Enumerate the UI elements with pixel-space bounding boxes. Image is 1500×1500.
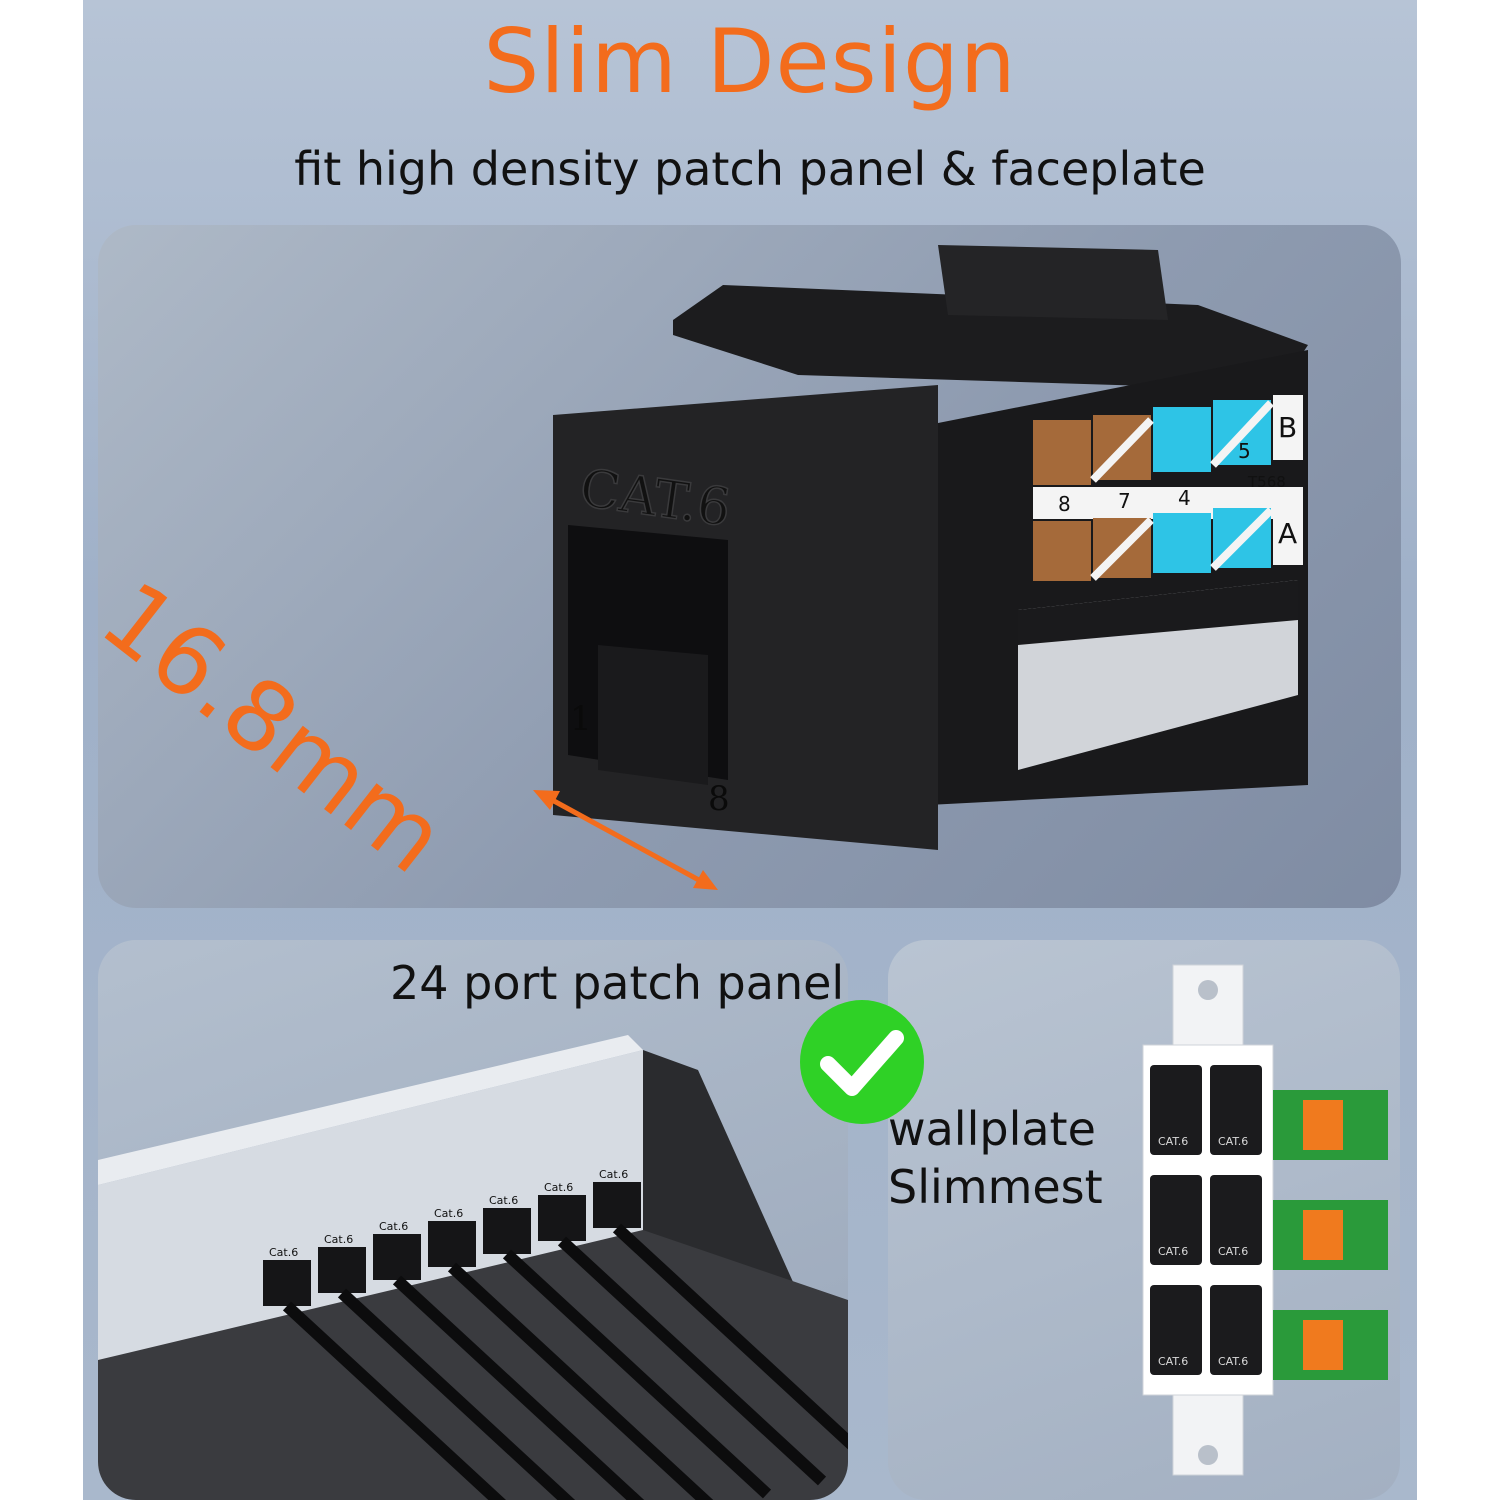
patch-port-label: Cat.6 (544, 1181, 573, 1194)
wallplate-jack (1210, 1175, 1262, 1265)
patch-panel-caption: 24 port patch panel (390, 956, 845, 1010)
wallplate-caption-line1: wallplate (888, 1102, 1096, 1156)
wallplate-jack (1150, 1175, 1202, 1265)
wire-cell-blue-bottom (1153, 513, 1211, 573)
wallplate-caption-line2: Slimmest (888, 1160, 1103, 1214)
wallplate-jack-label: CAT.6 (1158, 1135, 1188, 1148)
wallplate-wiring-orange (1303, 1320, 1343, 1370)
wallplate-jack (1210, 1285, 1262, 1375)
wire-row-b-cell (1273, 395, 1303, 460)
wallplate-screw-top (1198, 980, 1218, 1000)
patch-port-label: Cat.6 (379, 1220, 408, 1233)
wire-number-5: 5 (1238, 439, 1251, 463)
wire-row-a-cell (1273, 505, 1303, 565)
patch-cable (447, 1262, 714, 1500)
wallplate-jack (1150, 1285, 1202, 1375)
patch-port (318, 1247, 366, 1293)
patch-port-label: Cat.6 (599, 1168, 628, 1181)
patch-cable (612, 1223, 848, 1450)
wallplate-wiring-orange (1303, 1210, 1343, 1260)
wire-number-7: 7 (1118, 489, 1131, 513)
patch-cable (557, 1236, 827, 1486)
double-arrow-icon (533, 790, 718, 890)
wallplate-screw-bottom (1198, 1445, 1218, 1465)
patch-cable (392, 1275, 645, 1500)
wire-row-b-label: B (1278, 411, 1297, 444)
patch-port-label: Cat.6 (489, 1194, 518, 1207)
patch-port-label: Cat.6 (269, 1246, 298, 1259)
idc-slots (1018, 580, 1298, 645)
patch-cable (502, 1249, 772, 1499)
wire-number-8: 8 (1058, 492, 1071, 516)
check-circle-icon (800, 1000, 924, 1124)
wiring-color-block: 8 7 4 5 T568 B A (1033, 395, 1303, 581)
patch-port (483, 1208, 531, 1254)
wire-number-4: 4 (1178, 486, 1191, 510)
panel-top-edge (98, 1035, 643, 1185)
patch-port (263, 1260, 311, 1306)
patch-port-label: Cat.6 (324, 1233, 353, 1246)
panel-shelf (98, 1230, 848, 1500)
wallplate-jack (1210, 1065, 1262, 1155)
page-title: Slim Design (483, 10, 1017, 113)
wallplate-jack-label: CAT.6 (1218, 1245, 1248, 1258)
patch-port (428, 1221, 476, 1267)
wire-scheme-label: T568 (1247, 473, 1286, 491)
wallplate-wiring-orange (1303, 1100, 1343, 1150)
jack-port-inner (598, 645, 708, 785)
patch-port-label: Cat.6 (434, 1207, 463, 1220)
wallplate-jack (1150, 1065, 1202, 1155)
wallplate-jack-label: CAT.6 (1218, 1355, 1248, 1368)
patch-port (538, 1195, 586, 1241)
wallplate-jack-label: CAT.6 (1218, 1135, 1248, 1148)
wire-row-a-label: A (1278, 517, 1297, 550)
patch-cables (282, 1223, 848, 1500)
patch-port (593, 1182, 641, 1228)
wire-cell-brown-bottom (1033, 521, 1091, 581)
wallplate-jack-label: CAT.6 (1158, 1355, 1188, 1368)
jack-pin-1: 1 (570, 699, 592, 739)
wire-cell-brown-top (1033, 420, 1091, 485)
jack-top-tab (938, 245, 1168, 320)
keystone-jack-panel: CAT.6 1 8 8 7 4 5 T568 B A (98, 225, 1401, 908)
wire-cell-blue-top (1153, 407, 1211, 472)
keystone-jack-illustration: CAT.6 1 8 8 7 4 5 T568 B A (533, 245, 1308, 890)
jack-pin-8: 8 (708, 779, 730, 819)
patch-cable (282, 1301, 507, 1500)
patch-port (373, 1234, 421, 1280)
wallplate-jack-label: CAT.6 (1158, 1245, 1188, 1258)
patch-cable (337, 1288, 576, 1500)
page-subtitle: fit high density patch panel & faceplate (294, 142, 1206, 196)
